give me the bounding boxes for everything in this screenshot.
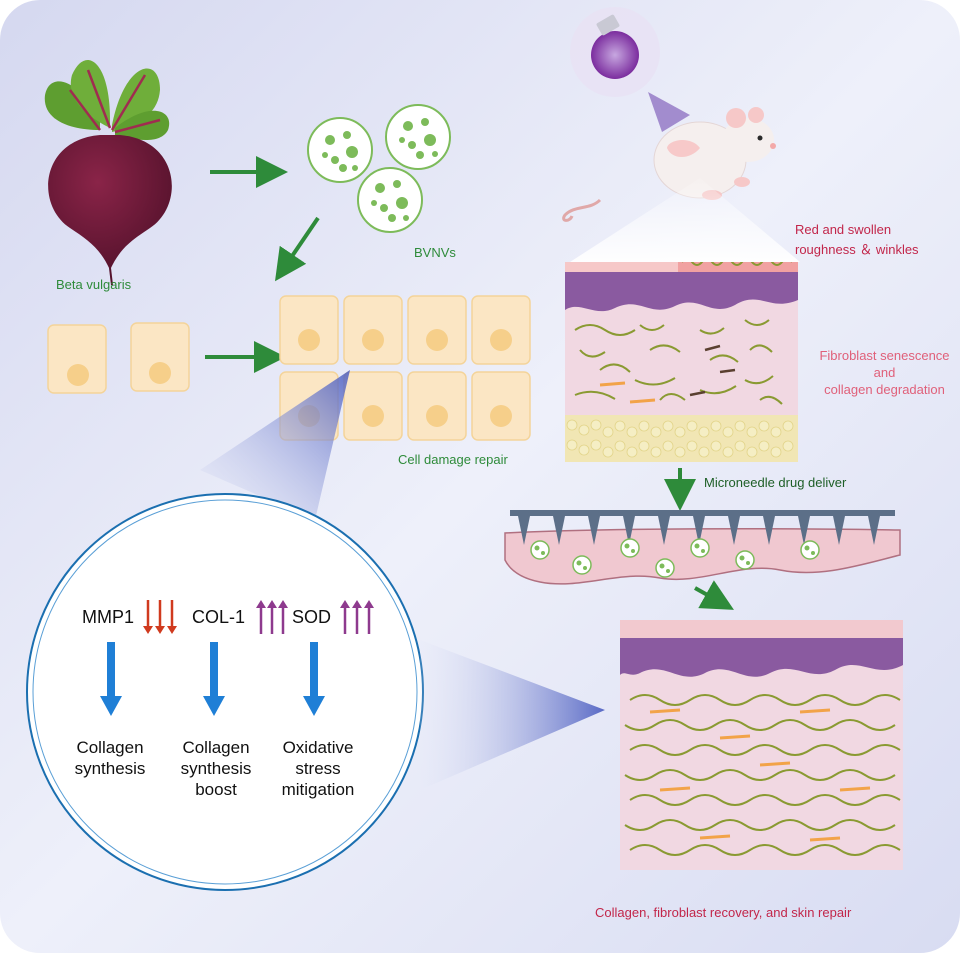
uv-lamp-icon xyxy=(570,7,690,132)
bvnvs-label: BVNVs xyxy=(414,245,456,260)
repaired-skin-section xyxy=(620,620,903,870)
outcome-oxidative-stress: Oxidative stress mitigation xyxy=(268,737,368,800)
fibroblast-label-3: collagen degradation xyxy=(824,382,945,397)
marker-sod: SOD xyxy=(292,607,332,627)
repaired-cell-grid xyxy=(279,295,531,441)
cell-repair-label: Cell damage repair xyxy=(398,452,508,467)
mouse-illustration xyxy=(562,107,776,222)
damage-label-2: roughness ＆ winkles xyxy=(795,242,919,257)
marker-col1: COL-1 xyxy=(192,607,246,627)
damaged-cells xyxy=(47,322,190,394)
outcome-synthesis-boost: Collagen synthesis boost xyxy=(168,737,264,800)
outcome-1-line-1: Collagen xyxy=(76,738,144,757)
beta-vulgaris-label: Beta vulgaris xyxy=(56,277,132,292)
mechanism-circle xyxy=(26,493,424,891)
outcome-3-line-2: stress xyxy=(295,759,341,778)
damage-label-1: Red and swollen xyxy=(795,222,892,237)
beet-illustration xyxy=(44,60,172,286)
outcome-2-line-3: boost xyxy=(195,780,237,799)
outcome-1-line-2: synthesis xyxy=(74,759,146,778)
sod-up-arrows xyxy=(340,600,374,634)
outcome-collagen-synthesis: Collagen synthesis xyxy=(62,737,158,779)
outcome-label: Collagen, fibroblast recovery, and skin … xyxy=(595,905,852,920)
col1-up-arrows xyxy=(256,600,288,634)
magnify-beam xyxy=(570,178,800,262)
outcome-3-line-3: mitigation xyxy=(281,780,355,799)
fibroblast-label-2: and xyxy=(873,365,896,380)
damaged-skin-section xyxy=(565,262,798,462)
microneedle-label: Microneedle drug deliver xyxy=(704,475,847,490)
marker-mmp1: MMP1 xyxy=(82,607,135,627)
zoom-indicator xyxy=(200,370,350,520)
zoom-indicator-2 xyxy=(420,640,605,790)
fibroblast-label-1: Fibroblast senescence xyxy=(819,348,950,363)
outcome-2-line-2: synthesis xyxy=(180,759,252,778)
outcome-3-line-1: Oxidative xyxy=(282,738,354,757)
arrow-to-repaired-skin xyxy=(694,580,734,610)
mmp1-down-arrows xyxy=(143,600,177,634)
arrow-to-cells xyxy=(275,216,320,282)
effect-arrows xyxy=(100,642,325,716)
microneedle-patch xyxy=(504,510,901,585)
bvnv-vesicles xyxy=(307,104,451,233)
outcome-2-line-1: Collagen xyxy=(182,738,250,757)
